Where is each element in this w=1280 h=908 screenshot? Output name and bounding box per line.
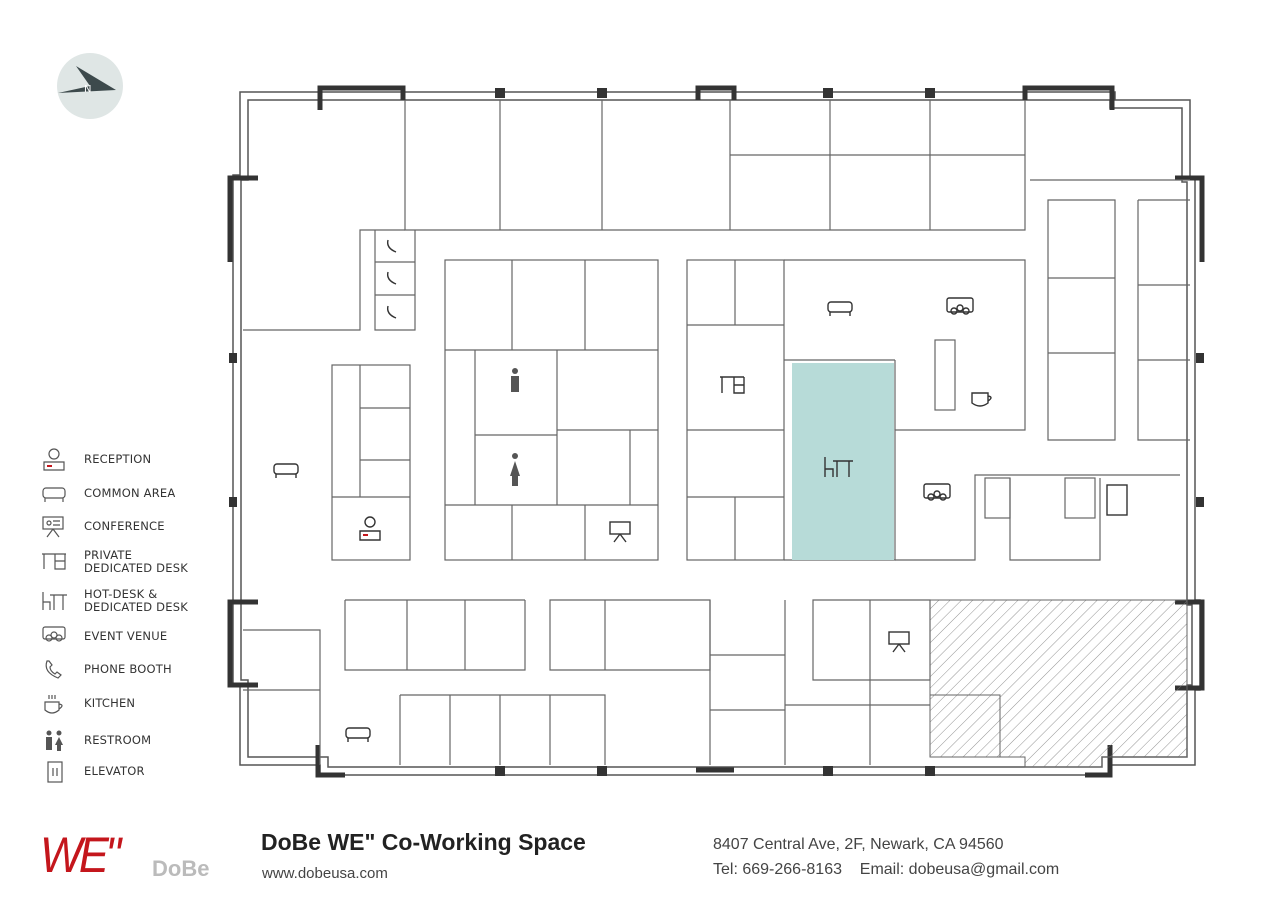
svg-text:N: N [84, 84, 91, 95]
legend-item-reception: RECEPTION [40, 448, 151, 472]
logo-we: WE" [40, 827, 121, 883]
people-group-icon [923, 483, 951, 501]
legend-item-kitchen: KITCHEN [40, 692, 135, 716]
coffee-cup-icon [44, 695, 63, 714]
reception-icon [359, 516, 381, 541]
hot-desk-icon [824, 457, 853, 477]
elevator-icon [1106, 484, 1128, 516]
legend-item-common-area: COMMON AREA [40, 482, 175, 506]
columns [229, 88, 1204, 776]
phone-icon [386, 239, 397, 253]
address: 8407 Central Ave, 2F, Newark, CA 94560 [713, 836, 1004, 853]
restroom-icon [510, 368, 520, 486]
footer-title: DoBe WE" Co-Working Space [261, 829, 586, 855]
legend-item-elevator: ELEVATOR [40, 760, 145, 784]
reception-icon [43, 448, 65, 471]
sofa-icon [827, 301, 853, 316]
desk-icon [720, 376, 745, 394]
restroom-icon [46, 730, 63, 751]
legend-item-phone-booth: PHONE BOOTH [40, 658, 172, 682]
contact-info: Tel: 669-266-8163 Email: dobeusa@gmail.c… [713, 861, 1060, 878]
phone-icon [386, 305, 397, 319]
interior-walls [243, 100, 1190, 765]
elevator-icon [47, 761, 63, 783]
presentation-board-icon [42, 516, 64, 538]
hot-desk-icon [42, 592, 67, 610]
hatched-unavailable-area [929, 599, 1188, 768]
phone-icon [45, 660, 62, 679]
presentation-board-icon [888, 631, 910, 653]
presentation-board-icon [609, 521, 631, 543]
legend-item-restroom: RESTROOM [40, 729, 151, 753]
coffee-cup-icon [971, 392, 992, 407]
legend-item-event-venue: EVENT VENUE [40, 625, 167, 649]
sofa-icon [273, 463, 299, 478]
desk-icon [42, 553, 66, 570]
sofa-icon [345, 727, 371, 742]
north-compass-icon: N [57, 53, 123, 119]
legend-item-conference: CONFERENCE [40, 515, 165, 539]
legend-item-private-desk: PRIVATE DEDICATED DESK [40, 549, 188, 575]
logo-dobe: DoBe [152, 856, 210, 881]
website-link[interactable]: www.dobeusa.com [262, 865, 388, 882]
legend-item-hot-desk: HOT-DESK & DEDICATED DESK [40, 588, 188, 614]
sofa-icon [42, 487, 66, 502]
people-group-icon [42, 626, 66, 642]
people-group-icon [946, 297, 974, 315]
phone-icon [386, 271, 397, 285]
